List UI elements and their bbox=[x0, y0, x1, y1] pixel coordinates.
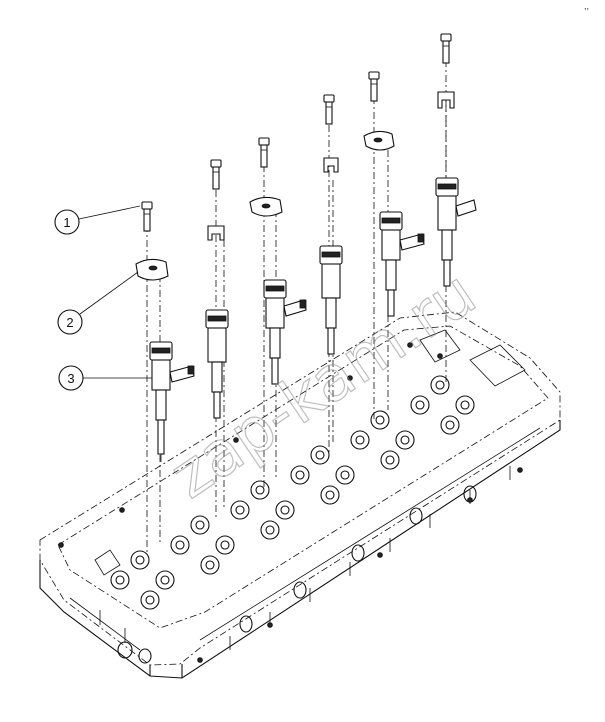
callout-2-label: 2 bbox=[66, 315, 73, 330]
injector-4 bbox=[319, 245, 343, 355]
cylinder-head bbox=[39, 311, 561, 679]
clamp-1 bbox=[135, 258, 169, 281]
corner-mark: ,, bbox=[584, 1, 589, 11]
valve-cluster-1 bbox=[110, 550, 175, 610]
callout-3-label: 3 bbox=[67, 371, 74, 386]
valve-cluster-6 bbox=[410, 375, 475, 435]
injector-5 bbox=[379, 211, 425, 317]
valve-cluster-2 bbox=[170, 515, 235, 575]
clamp-2 bbox=[207, 225, 225, 241]
callout-3: 3 bbox=[58, 365, 152, 391]
injector-3 bbox=[263, 279, 307, 385]
callout-1-label: 1 bbox=[63, 215, 70, 230]
bolt-5 bbox=[368, 71, 380, 102]
bolt-6 bbox=[440, 33, 452, 64]
injector-6 bbox=[435, 177, 477, 287]
clamps bbox=[135, 91, 455, 281]
callout-1: 1 bbox=[54, 205, 141, 235]
clamp-4 bbox=[323, 157, 339, 173]
valve-cluster-4 bbox=[290, 445, 355, 505]
valve-cluster-5 bbox=[350, 410, 415, 470]
injector-2 bbox=[205, 309, 229, 419]
clamp-6 bbox=[437, 91, 455, 109]
bolts bbox=[141, 33, 452, 232]
bolt-1 bbox=[141, 201, 153, 232]
bolt-4 bbox=[323, 94, 335, 125]
injector-1 bbox=[149, 341, 195, 462]
injectors bbox=[149, 177, 477, 462]
callout-2: 2 bbox=[57, 271, 139, 335]
clamp-5 bbox=[363, 130, 395, 151]
clamp-3 bbox=[249, 196, 283, 217]
valve-cluster-3 bbox=[230, 480, 295, 540]
bolt-2 bbox=[210, 159, 222, 190]
bolt-3 bbox=[258, 137, 270, 168]
